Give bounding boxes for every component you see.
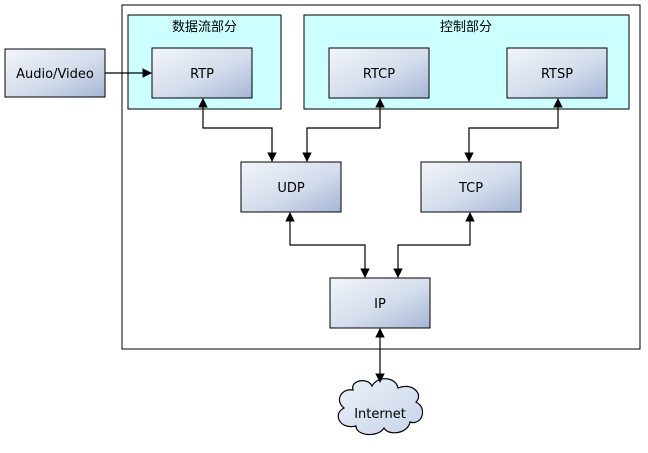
node-tcp: TCP	[420, 161, 522, 213]
node-audio-video: Audio/Video	[4, 48, 106, 98]
node-rtp-label: RTP	[190, 67, 214, 82]
edge-rtcp-udp	[302, 98, 385, 162]
edge-udp-ip	[285, 212, 370, 278]
node-rtcp-label: RTCP	[363, 67, 395, 82]
node-udp-label: UDP	[277, 181, 305, 196]
edge-tcp-ip	[393, 212, 475, 278]
node-udp: UDP	[240, 161, 342, 213]
node-rtcp: RTCP	[328, 47, 430, 99]
node-internet: Internet	[337, 378, 424, 436]
edge-rtsp-tcp	[464, 98, 563, 162]
node-rtsp: RTSP	[506, 47, 608, 99]
node-ip-label: IP	[374, 297, 386, 312]
node-rtp: RTP	[151, 47, 253, 99]
edge-rtp-udp	[198, 98, 277, 162]
node-rtsp-label: RTSP	[541, 67, 573, 82]
group-control-title: 控制部分	[440, 20, 492, 35]
node-internet-label: Internet	[354, 407, 406, 422]
group-data-stream-title: 数据流部分	[172, 20, 237, 35]
node-audio-video-label: Audio/Video	[16, 67, 94, 82]
node-ip: IP	[329, 277, 431, 329]
node-tcp-label: TCP	[458, 181, 483, 196]
